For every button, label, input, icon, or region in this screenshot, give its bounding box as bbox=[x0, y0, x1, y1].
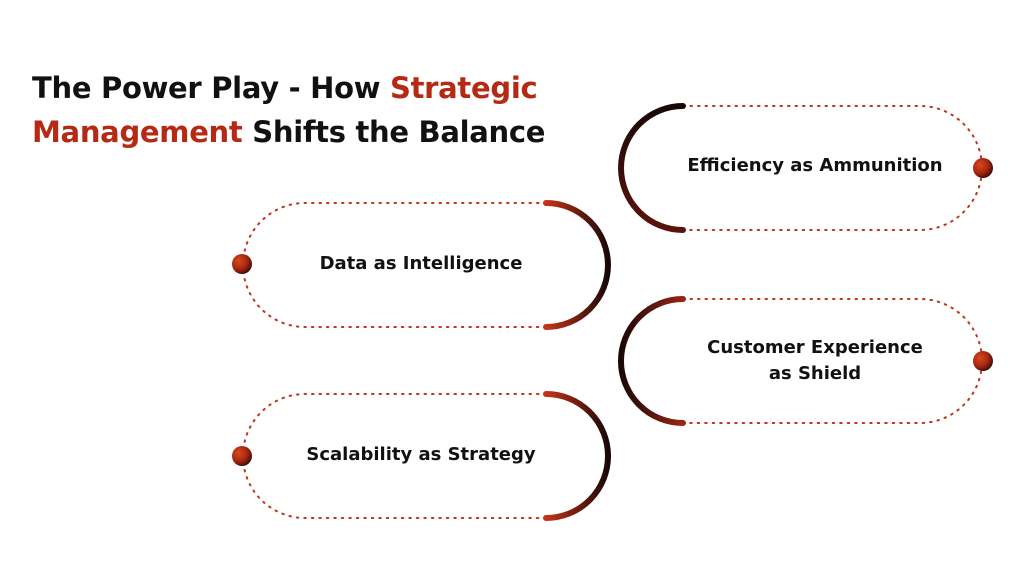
branch-arc-data bbox=[543, 200, 611, 330]
card-label-data-text: Data as Intelligence bbox=[319, 253, 523, 274]
card-label-scalability: Scalability as Strategy bbox=[256, 442, 586, 468]
branch-arc-customer bbox=[618, 296, 686, 426]
branch-arc-scalability bbox=[543, 391, 611, 521]
dot-customer bbox=[973, 351, 993, 371]
diagram-title: The Power Play - How Strategic Managemen… bbox=[32, 66, 592, 154]
branch-arc-efficiency bbox=[618, 103, 686, 233]
card-label-customer-line2: as Shield bbox=[768, 363, 862, 384]
card-label-customer: Customer Experience as Shield bbox=[650, 335, 980, 387]
dot-scalability bbox=[232, 446, 252, 466]
dot-data bbox=[232, 254, 252, 274]
title-part-2: Shifts the Balance bbox=[242, 115, 546, 149]
card-label-efficiency: Efficiency as Ammunition bbox=[650, 153, 980, 179]
card-label-scalability-text: Scalability as Strategy bbox=[306, 444, 536, 465]
card-label-data: Data as Intelligence bbox=[256, 251, 586, 277]
title-accent-strategic: Strategic bbox=[390, 71, 538, 105]
card-label-efficiency-text: Efficiency as Ammunition bbox=[687, 155, 943, 176]
title-accent-management: Management bbox=[32, 115, 243, 149]
card-label-customer-line1: Customer Experience bbox=[707, 337, 923, 358]
title-part-1: The Power Play - How bbox=[32, 71, 391, 105]
dot-efficiency bbox=[973, 158, 993, 178]
